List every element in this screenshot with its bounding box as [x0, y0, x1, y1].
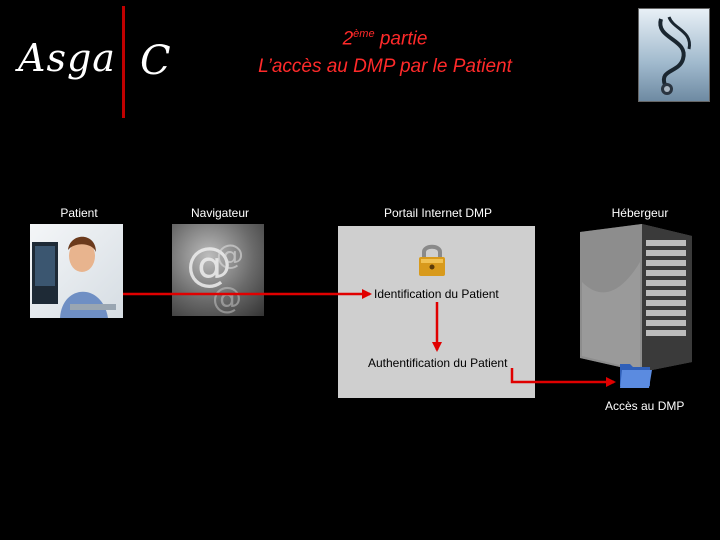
stethoscope-image	[638, 8, 710, 102]
arrow-portal-to-dmp	[510, 368, 616, 387]
column-label-hebergeur: Hébergeur	[611, 206, 669, 220]
step-authentification: Authentification du Patient	[368, 356, 508, 370]
logo-mark: C	[140, 38, 171, 84]
title-part-word: partie	[374, 28, 428, 50]
column-label-navigateur: Navigateur	[190, 206, 250, 220]
acces-dmp-caption: Accès au DMP	[605, 399, 685, 413]
column-label-portail: Portail Internet DMP	[383, 206, 493, 220]
asga-logo-text: Asga	[18, 36, 116, 80]
logo-divider	[122, 6, 125, 118]
padlock-icon	[414, 242, 450, 278]
title-part-sup: ème	[353, 28, 375, 40]
slide-title: L’accès au DMP par le Patient	[258, 56, 512, 77]
column-label-patient: Patient	[60, 206, 98, 220]
svg-text:@: @	[216, 238, 244, 271]
svg-text:@: @	[186, 237, 232, 291]
step-identification: Identification du Patient	[374, 287, 499, 301]
server-image	[572, 222, 697, 372]
browser-image: @ @ @	[172, 224, 264, 316]
title-part-number: 2	[342, 28, 354, 50]
title-part: 2ème partie	[250, 28, 520, 50]
folder-icon	[618, 358, 654, 390]
svg-text:@: @	[212, 281, 242, 316]
patient-photo	[30, 224, 123, 318]
